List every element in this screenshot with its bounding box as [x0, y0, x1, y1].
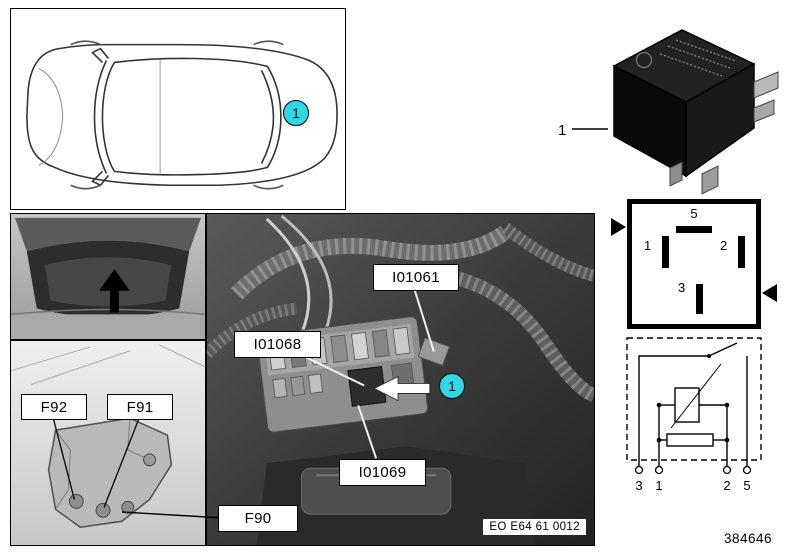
pin-slot-3: [696, 284, 703, 314]
label-f92[interactable]: F92: [21, 394, 87, 420]
relay-circuit-schematic: 3 1 2 5: [621, 334, 771, 494]
photo-code: EO E64 61 0012: [483, 519, 586, 535]
fusebox-photo-panel: I01061 I01068 I01069 1 EO E64 61 0012: [206, 213, 595, 546]
car-location-panel: 1: [10, 8, 346, 210]
pin-label-3: 3: [678, 280, 686, 295]
doc-number: 384646: [723, 531, 772, 546]
bracket-diagram-panel: F92 F91: [10, 340, 206, 546]
terminal-label-5: 5: [743, 478, 750, 493]
fusebox-photo-drawing: [207, 214, 594, 545]
trunk-location-arrow-icon: [99, 269, 130, 313]
relay-body: [612, 29, 779, 195]
callout-1-car[interactable]: 1: [283, 100, 309, 126]
bracket-leader-lines: [52, 418, 140, 508]
orientation-arrow-left-icon: [611, 218, 626, 236]
label-f91[interactable]: F91: [107, 394, 173, 420]
callout-1-photo[interactable]: 1: [439, 373, 465, 399]
pin-slot-1: [662, 236, 669, 268]
label-i01069[interactable]: I01069: [339, 459, 426, 486]
relay-pins: [669, 71, 779, 195]
car-topview-drawing: [26, 40, 338, 190]
pin-slot-5: [676, 226, 712, 233]
photo-leader-lines: [306, 290, 435, 459]
pin-label-2: 2: [720, 238, 728, 253]
label-i01068[interactable]: I01068: [234, 331, 321, 358]
pin-slot-2: [738, 236, 745, 268]
relay-pin-diagram: 5 1 2 3: [611, 199, 777, 329]
terminal-label-1: 1: [655, 478, 662, 493]
trunk-photo-panel: [10, 213, 206, 340]
pointer-arrow-icon: [373, 375, 431, 402]
trunk-photo-drawing: [11, 214, 205, 339]
bracket-drawing: [11, 341, 205, 545]
terminal-label-3: 3: [635, 478, 642, 493]
wiring-harness: [207, 214, 594, 402]
pin-label-5: 5: [690, 206, 698, 221]
terminal-label-2: 2: [723, 478, 730, 493]
orientation-arrow-right-icon: [762, 284, 777, 302]
pin-label-1: 1: [644, 238, 652, 253]
car-outline: [26, 40, 338, 190]
relay-item-number: 1: [558, 122, 566, 139]
label-i01061[interactable]: I01061: [373, 264, 459, 291]
relay-3d-drawing: 1: [558, 29, 779, 195]
relay-illustration-area: 1: [552, 8, 790, 196]
schematic-drawing: 3 1 2 5: [626, 337, 762, 493]
label-f90[interactable]: F90: [218, 505, 298, 532]
